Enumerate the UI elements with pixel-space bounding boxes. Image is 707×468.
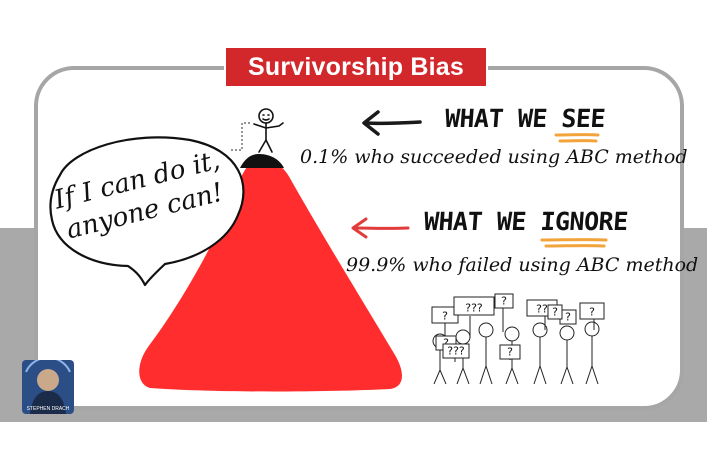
page-title: Survivorship Bias — [248, 52, 464, 81]
what-we-see-heading: WHAT WE SEE — [444, 104, 606, 133]
crowd-signs: ??????????????? — [431, 293, 605, 360]
crowd-sign-text: ? — [442, 310, 448, 323]
what-we-ignore-heading: WHAT WE IGNORE — [423, 207, 629, 236]
see-heading-prefix: WHAT WE — [443, 104, 563, 133]
left-arrow-icon — [362, 110, 422, 136]
see-heading-emphasis: SEE — [560, 104, 607, 133]
crowd-sign-text: ? — [507, 346, 513, 359]
underline-ignore — [540, 238, 608, 248]
crowd-sign — [547, 304, 563, 320]
speech-bubble — [49, 136, 245, 287]
person — [478, 322, 494, 385]
person — [559, 325, 575, 385]
underline-see — [554, 133, 600, 143]
crowd-sign-text: ? — [552, 306, 558, 319]
crowd-sign — [579, 302, 605, 320]
crowd-sign-text: ?? — [536, 303, 548, 316]
crowd-sign-text: ??? — [465, 302, 483, 315]
crowd-sign — [453, 296, 495, 316]
person — [532, 322, 548, 385]
author-logo: STEPHEN DRACH — [22, 360, 74, 414]
pyramid — [139, 158, 402, 392]
see-note: 0.1% who succeeded using ABC method — [300, 146, 688, 168]
ignore-heading-prefix: WHAT WE — [422, 207, 542, 236]
left-arrow-icon — [351, 217, 410, 239]
title-banner: Survivorship Bias — [224, 46, 488, 88]
ignore-note: 99.9% who failed using ABC method — [346, 254, 699, 276]
logo-caption: STEPHEN DRACH — [26, 406, 70, 412]
dotted-connector — [230, 122, 250, 151]
crowd-sign-text: ? — [501, 295, 507, 308]
crowd-sign-text: ? — [565, 311, 571, 324]
crowd-sign-text: ? — [589, 306, 595, 319]
ignore-heading-emphasis: IGNORE — [539, 207, 629, 236]
crowd-sign — [442, 343, 470, 359]
crowd-sign-text: ? — [443, 337, 449, 350]
stick-figure-icon — [253, 108, 284, 153]
person — [584, 321, 600, 385]
author-photo — [25, 360, 71, 414]
summit-cap — [240, 154, 284, 168]
crowd-sign — [499, 344, 521, 360]
crowd-sign-text: ??? — [447, 345, 465, 358]
crowd-sign — [494, 293, 514, 309]
